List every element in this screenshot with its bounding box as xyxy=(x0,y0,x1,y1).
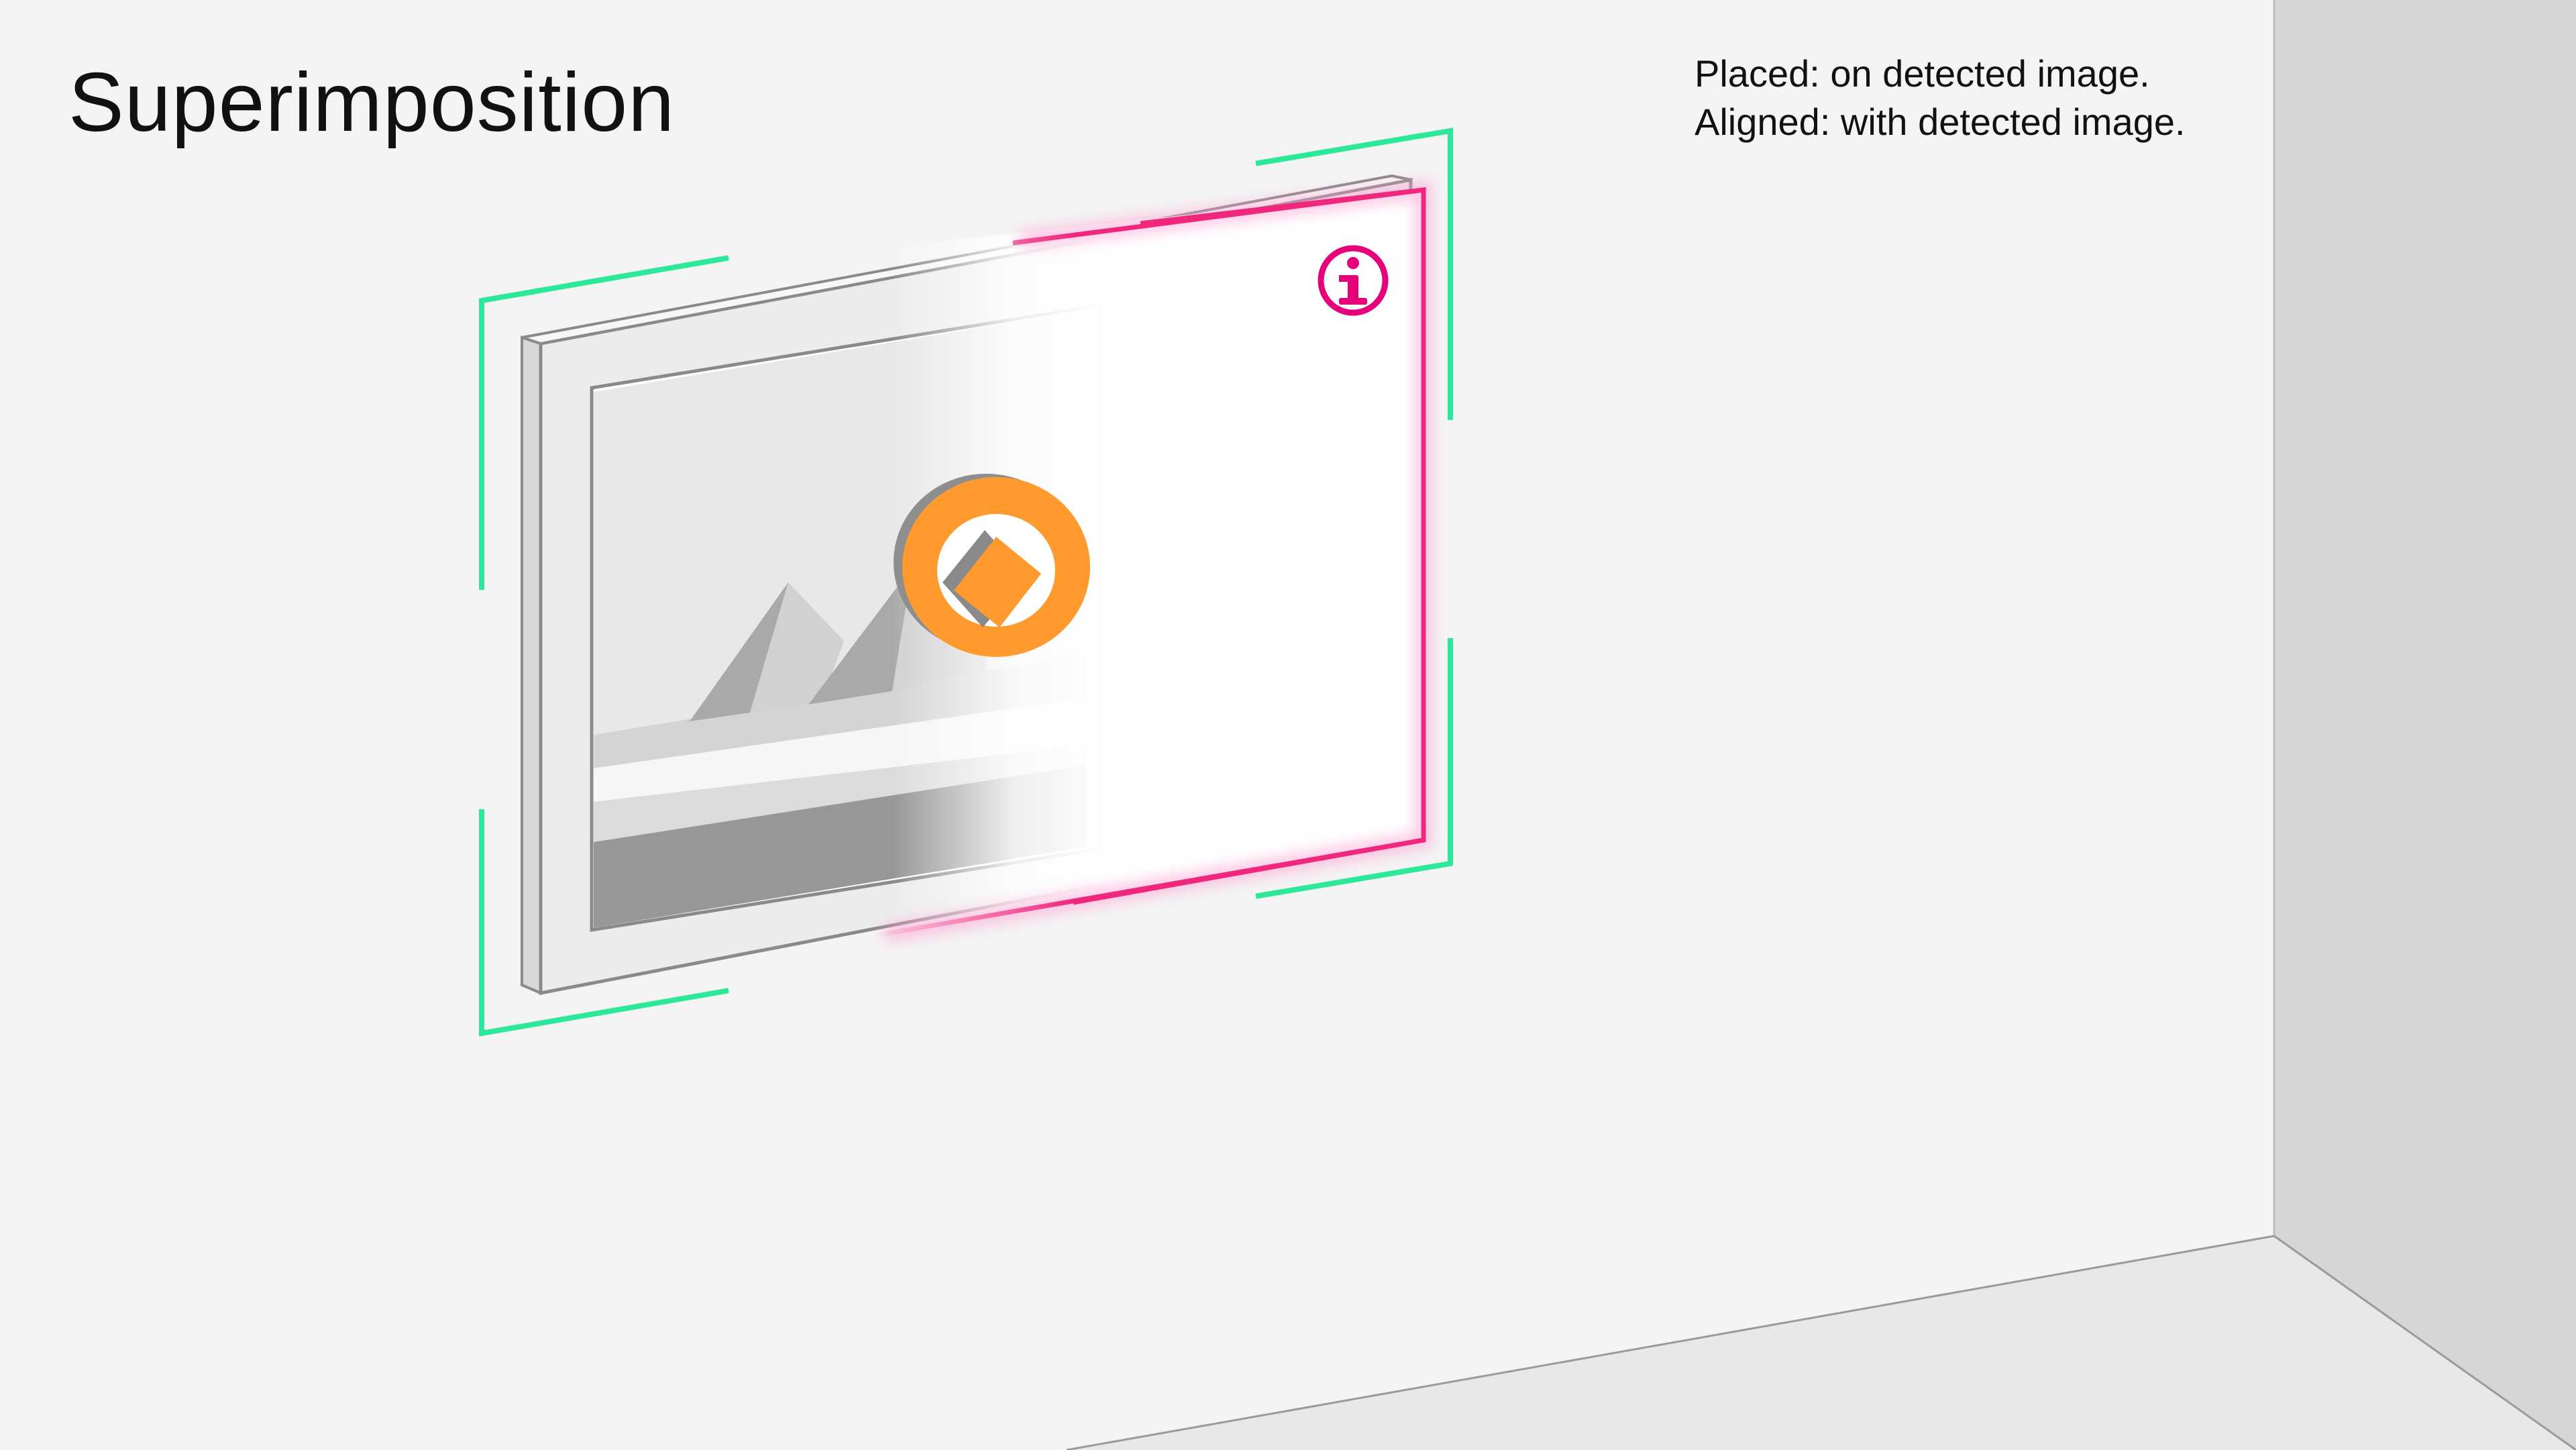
anchor-marker-icon xyxy=(894,474,1090,657)
room-right-wall xyxy=(2273,0,2576,1450)
room-floor xyxy=(1066,1235,2576,1450)
bracket-bottom-left xyxy=(479,809,729,1037)
page-title: Superimposition xyxy=(68,56,676,149)
placement-notes: Placed: on detected image. Aligned: with… xyxy=(1695,50,2186,146)
placed-note: Placed: on detected image. xyxy=(1695,52,2150,95)
superimposed-overlay xyxy=(871,180,1432,943)
bracket-top-right xyxy=(1255,127,1453,420)
info-icon[interactable] xyxy=(1318,245,1389,316)
bracket-top-left xyxy=(479,255,729,590)
aligned-note: Aligned: with detected image. xyxy=(1695,101,2186,143)
bracket-bottom-right xyxy=(1255,638,1453,899)
detection-brackets xyxy=(479,127,1453,1037)
